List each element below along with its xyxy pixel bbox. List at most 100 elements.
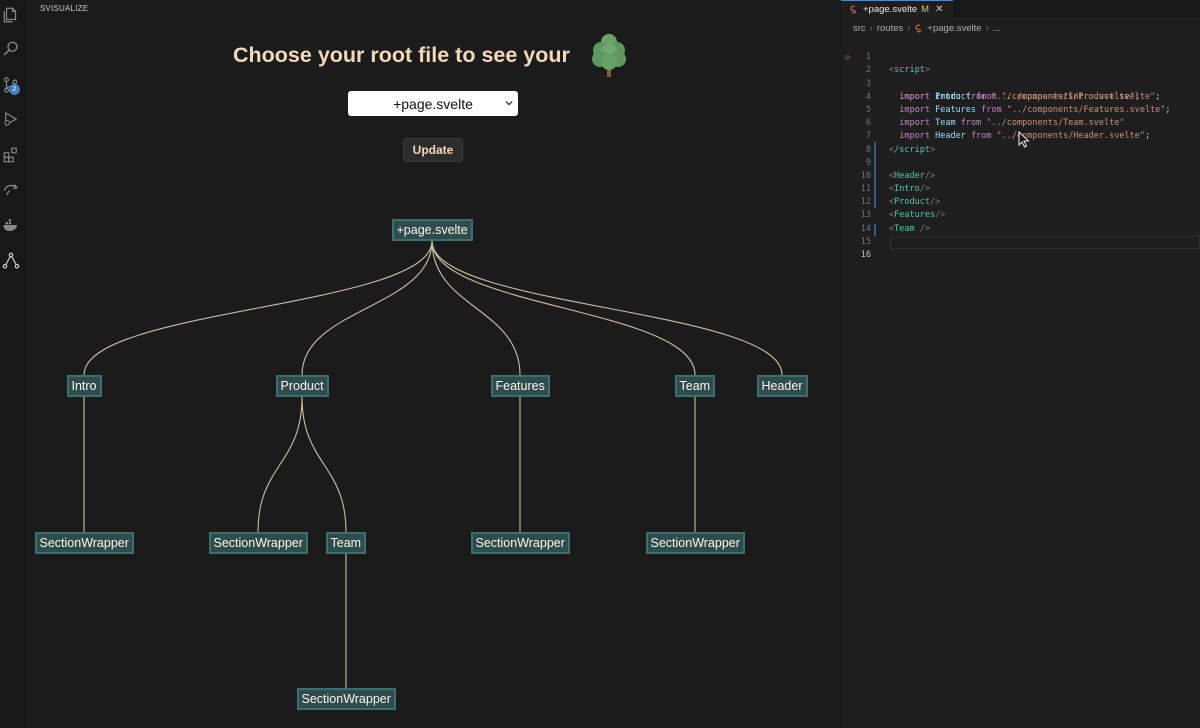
source-control-icon[interactable]: 2 (0, 74, 22, 96)
svisualize-icon[interactable] (0, 250, 22, 272)
code-line: 14 (841, 209, 1200, 234)
code-token: Header (894, 170, 925, 181)
code-lines[interactable]: 1 <script> 2 ⊘ import Intro from "../com… (841, 38, 1200, 260)
code-token: script (894, 65, 925, 76)
component-tree-links (83, 240, 783, 688)
tree-node-header[interactable]: Header (756, 375, 808, 397)
breadcrumb-file[interactable]: +page.svelte (927, 23, 982, 34)
code-line: 8 (841, 130, 1200, 155)
breadcrumb-routes[interactable]: routes (876, 23, 904, 34)
breadcrumb-more[interactable]: ... (992, 23, 1001, 34)
chevron-right-icon: › (985, 23, 989, 34)
tree-node-product[interactable]: Product (275, 375, 329, 397)
code-token: "../components/Intro.svelte" (991, 91, 1135, 102)
code-token: Header (935, 131, 966, 142)
code-token: Product (894, 197, 930, 208)
line-number: 12 (860, 197, 871, 208)
chevron-right-icon: › (907, 23, 911, 34)
remote-icon[interactable] (0, 178, 22, 200)
chevron-down-icon (505, 100, 513, 106)
update-button[interactable]: Update (403, 138, 463, 162)
code-line: 12 <Features/> (841, 183, 1200, 220)
line-number: 6 (865, 118, 871, 129)
code-token: import (899, 118, 930, 129)
tree-link (257, 396, 303, 533)
editor-tab-filename: +page.svelte (863, 3, 918, 15)
tree-node-intro-sw[interactable]: SectionWrapper (34, 532, 134, 554)
tree-link (83, 240, 433, 376)
code-line: 13 <Team /> (841, 196, 1200, 233)
editor-tab[interactable]: +page.svelte M ✕ (841, 0, 953, 17)
code-token: Product (935, 91, 971, 102)
activity-bar: 2 (0, 0, 27, 728)
line-number: 9 (865, 157, 871, 168)
line-number: 14 (860, 223, 871, 234)
files-icon[interactable] (0, 4, 22, 26)
code-line: 4 import Features from "../components/Fe… (841, 78, 1200, 115)
close-icon[interactable]: ✕ (935, 3, 944, 15)
line-number: 13 (860, 210, 871, 221)
svisualize-panel: SVISUALIZE Choose your root file to see … (27, 0, 841, 728)
line-number: 10 (860, 170, 871, 181)
line-number: 1 (865, 52, 871, 63)
gutter-change-marker (874, 224, 876, 236)
tree-node-features[interactable]: Features (490, 375, 550, 397)
code-token: Team (894, 223, 915, 234)
line-number: 2 (865, 65, 871, 76)
breadcrumb: src › routes › +page.svelte › ... (853, 23, 1001, 34)
tree-node-product-team[interactable]: Team (325, 532, 367, 554)
root-file-select[interactable]: +page.svelte (348, 91, 518, 116)
chevron-right-icon: › (869, 23, 873, 34)
code-line: 7 </script> (841, 117, 1200, 154)
code-token: from (970, 131, 992, 142)
code-token: Intro (935, 91, 961, 102)
tree-link (301, 396, 347, 533)
code-line: 3 import Product from "../components/Pro… (841, 64, 1200, 102)
breakpoint-icon[interactable]: ⊘ (845, 53, 850, 63)
code-token: import (899, 91, 930, 102)
code-line: 10 <Intro/> (841, 157, 1200, 194)
code-token: Features (935, 104, 977, 115)
code-token: Team (935, 118, 956, 129)
code-line: 11 <Product/> (841, 170, 1200, 207)
panel-title: SVISUALIZE (40, 4, 89, 13)
tree-node-root[interactable]: +page.svelte (391, 219, 473, 241)
tree-node-intro[interactable]: Intro (66, 375, 102, 397)
tree-node-features-sw[interactable]: SectionWrapper (470, 532, 570, 554)
code-line: 1 <script> (841, 38, 1200, 75)
svelte-file-icon (915, 24, 922, 33)
code-token: /script (894, 144, 930, 155)
tree-node-team[interactable]: Team (674, 375, 716, 397)
search-icon[interactable] (0, 38, 22, 60)
docker-icon[interactable] (0, 214, 22, 236)
source-control-badge: 2 (9, 84, 20, 95)
code-token: import (899, 104, 930, 115)
tree-link (431, 240, 696, 376)
code-line: 5 import Team from "../components/Team.s… (841, 91, 1200, 128)
line-number: 7 (865, 131, 871, 142)
extensions-icon[interactable] (0, 144, 22, 166)
tree-icon (592, 34, 626, 77)
run-debug-icon[interactable] (0, 108, 22, 130)
code-line: 16 (841, 236, 1200, 260)
code-token: Intro (894, 184, 920, 195)
code-token: "../components/Features.svelte" (1006, 104, 1166, 115)
gutter-change-marker (874, 142, 876, 208)
line-number: 16 (860, 250, 871, 261)
line-number: 11 (860, 184, 871, 195)
line-number: 4 (865, 91, 871, 102)
page-heading: Choose your root file to see your (233, 43, 570, 67)
code-line: 15 (841, 223, 1200, 247)
code-token: from (981, 104, 1002, 115)
mouse-pointer-icon (1018, 131, 1030, 148)
tree-link (301, 240, 433, 376)
tree-node-product-team-sw[interactable]: SectionWrapper (296, 688, 396, 710)
code-token: "../components/Product.svelte" (1001, 91, 1156, 102)
tab-bar-empty (953, 0, 1200, 17)
tree-link (431, 240, 521, 376)
tree-node-team-sw[interactable]: SectionWrapper (645, 532, 745, 554)
breadcrumb-src[interactable]: src (853, 23, 866, 34)
line-number: 5 (865, 104, 871, 115)
tree-node-product-sw[interactable]: SectionWrapper (208, 532, 308, 554)
code-token: "../components/Team.svelte" (986, 118, 1125, 129)
